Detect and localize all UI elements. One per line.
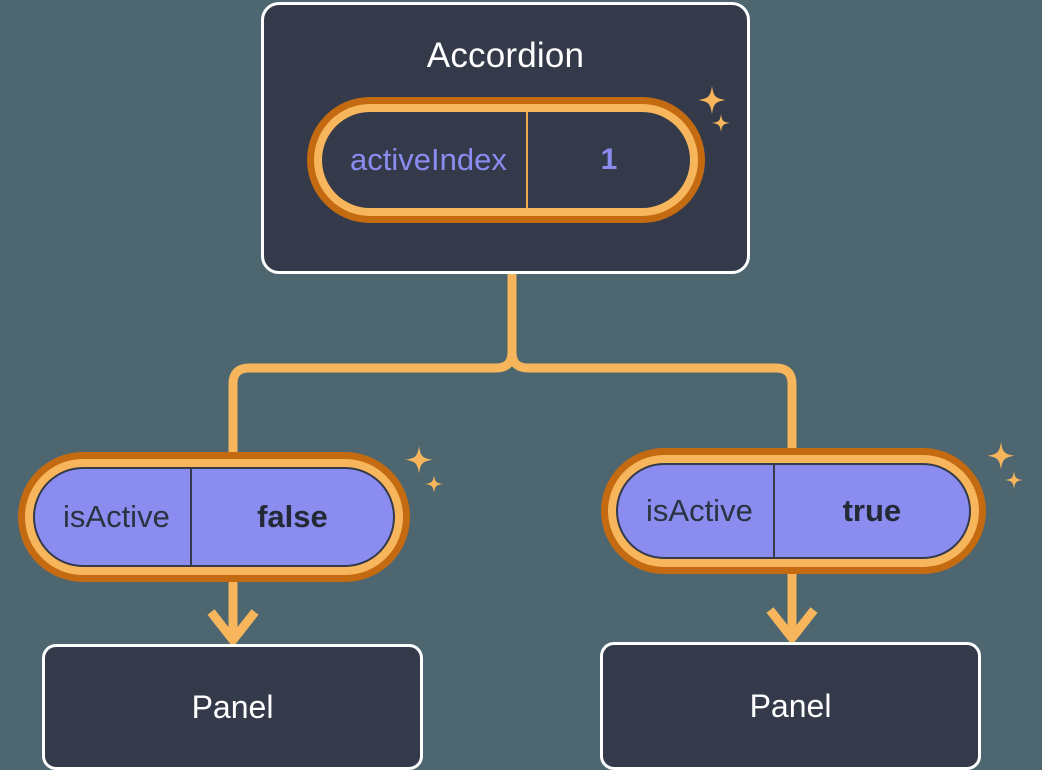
state-pill-ring: isActive false (25, 459, 403, 575)
state-pill-activeindex[interactable]: activeIndex 1 (307, 97, 705, 223)
state-pill-body: isActive false (33, 467, 395, 567)
accordion-title: Accordion (426, 36, 585, 75)
state-pill-body: isActive true (616, 463, 971, 559)
panel-right-title: Panel (749, 687, 832, 724)
arrow-left-head (207, 609, 259, 648)
sparkle-icon-small (1005, 471, 1023, 489)
state-value-isactive-right: true (772, 465, 969, 557)
sparkle-icon-small (425, 475, 443, 493)
state-pill-ring: activeIndex 1 (314, 104, 698, 216)
panel-left-title: Panel (191, 688, 274, 725)
state-pill-isactive-right[interactable]: isActive true (601, 448, 986, 574)
state-key-isactive-right: isActive (646, 493, 753, 528)
state-pill-body: activeIndex 1 (322, 112, 690, 208)
connector-tree-branch (507, 268, 797, 457)
state-value-isactive-left: false (189, 469, 393, 565)
state-value-activeindex: 1 (525, 112, 690, 208)
panel-node-left[interactable]: Panel (42, 644, 423, 770)
state-key-activeindex: activeIndex (350, 142, 507, 177)
arrow-right-head (766, 607, 818, 646)
sparkle-icon (405, 446, 433, 474)
connector-tree-branch-left (228, 347, 517, 461)
state-pill-ring: isActive true (608, 455, 979, 567)
sparkle-icon (987, 442, 1015, 470)
state-key-isactive-left: isActive (63, 499, 170, 534)
state-pill-isactive-left[interactable]: isActive false (18, 452, 410, 582)
panel-node-right[interactable]: Panel (600, 642, 981, 770)
